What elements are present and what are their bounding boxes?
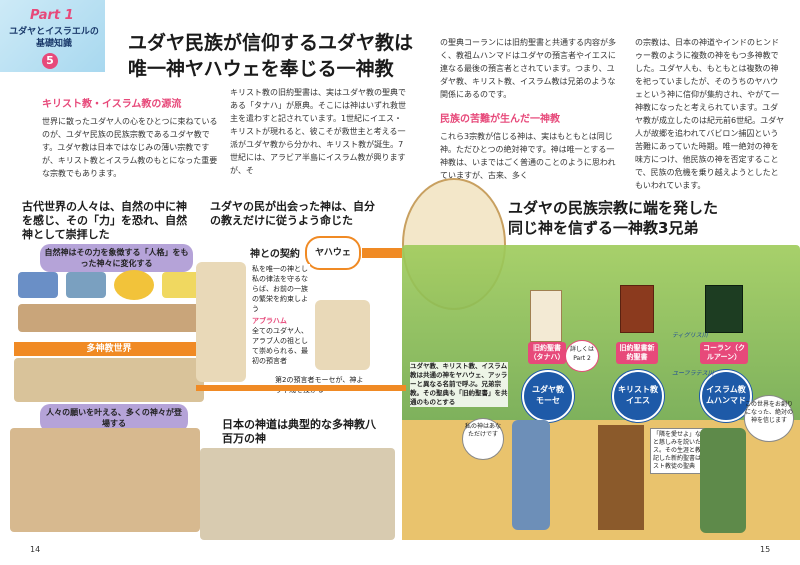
plant-icon: [162, 272, 200, 298]
section-1-text: 世界に散ったユダヤ人の心をひとつに束ねているのが、ユダヤ民族の民族宗教であるユダ…: [42, 117, 218, 178]
tigris-label: ティグリス川: [672, 332, 708, 339]
mountain-icon: [18, 272, 58, 298]
moses-figure: [512, 420, 550, 530]
page-number-left: 14: [30, 545, 41, 554]
column-3: の聖典コーランには旧約聖書と共通する内容が多く、教祖ムハンマドはユダヤの預言者や…: [440, 36, 620, 182]
wish-gods-pill: 人々の願いを叶える、多くの神々が登場する: [40, 404, 188, 432]
column-3-text: の聖典コーランには旧約聖書と共通する内容が多く、教祖ムハンマドはユダヤの預言者や…: [440, 38, 616, 99]
three-religions-note: ユダヤ教、キリスト教、イスラム教は共通の神をヤハウェ、アッラーと異なる名前で呼ぶ…: [410, 362, 508, 407]
abraham-caption: アブラハム 全てのユダヤ人、アラブ人の祖として崇められる、最初の預言者: [252, 317, 308, 365]
scroll-label-quran: コーラン（クルアーン）: [700, 342, 748, 364]
section-1-heading: キリスト教・イスラム教の源流: [42, 99, 182, 110]
part-label: Part 1: [30, 8, 74, 23]
contract-title: 神との契約: [250, 249, 300, 260]
scroll-label-torah: 旧約聖書（タナハ）: [528, 342, 566, 364]
scroll-label-bible: 旧約聖書新約聖書: [616, 342, 658, 364]
middle-figure-heading: ユダヤの民が出会った神は、自分の教えだけに従うよう命じた: [210, 200, 375, 227]
moses-illustration: [315, 300, 370, 370]
moon-icon: [66, 272, 106, 298]
animal-gods-icon: [18, 304, 200, 332]
page-number-right: 15: [760, 545, 771, 554]
torah-scroll-icon: [530, 290, 562, 342]
islam-ring: イスラム教 ムハンマド: [700, 370, 752, 422]
arrow-to-god: [362, 248, 402, 258]
euphrates-label: ユーフラテス川: [672, 370, 714, 377]
part-subtitle: ユダヤとイスラエルの基礎知識: [9, 27, 99, 49]
quran-icon: [705, 285, 743, 333]
moses-bubble: 私の神はあなただけです: [462, 418, 504, 460]
section-1: キリスト教・イスラム教の源流 世界に散ったユダヤ人の心をひとつに束ねているのが、…: [42, 95, 222, 180]
column-2-text: キリスト教の旧約聖書は、実はユダヤ教の聖典である「タナハ」が原典。そこには神はい…: [230, 88, 406, 175]
bible-icon: [620, 285, 654, 333]
page-title: ユダヤ民族が信仰するユダヤ教は 唯一神ヤハウェを奉じる一神教: [128, 32, 414, 80]
section-2-text: これら3宗教が信じる神は、実はもともとは同じ神。ただひとつの絶対神です。神は唯一…: [440, 132, 616, 180]
polytheism-bar: 多神教世界: [14, 342, 204, 356]
yahweh-label: ヤハウェ: [305, 236, 361, 270]
shinto-heading: 日本の神道は典型的な多神教八百万の神: [222, 418, 376, 445]
section-2-heading: 民族の苦難が生んだ一神教: [440, 114, 560, 125]
judaism-ring: ユダヤ教 モーセ: [522, 370, 574, 422]
right-figure-heading: ユダヤの民族宗教に端を発した 同じ神を信ずる一神教3兄弟: [508, 199, 719, 237]
arrow-horizontal: [196, 385, 406, 391]
muslim-figure: [700, 428, 746, 533]
left-figure-heading: 古代世界の人々は、自然の中に神を感じ、その「力」を恐れ、自然神として崇拝した: [22, 200, 188, 241]
nature-gods-illustration: [14, 266, 204, 336]
see-part2-note: 詳しくはPart 2: [565, 340, 599, 372]
sun-icon: [114, 270, 154, 300]
part-badge: Part 1 ユダヤとイスラエルの基礎知識 5: [0, 0, 105, 72]
crucifix-figure: [598, 425, 644, 530]
worshippers-illustration: [10, 428, 200, 532]
christianity-ring: キリスト教 イエス: [612, 370, 664, 422]
chapter-number: 5: [42, 53, 58, 69]
shinto-gods-illustration: [200, 448, 395, 540]
abraham-illustration: [196, 262, 246, 382]
contract-text: 私を唯一の神とし私の律法を守るならば、お前の一族の繁栄を約束しよう: [252, 264, 310, 314]
nature-god-pill: 自然神はその力を象徴する「人格」をもった神々に変化する: [40, 244, 193, 272]
muslim-bubble: この世界をお創りになった、絶対の神を信じます: [744, 395, 794, 442]
column-4-text: の宗教は、日本の神道やインドのヒンドゥー教のように複数の神をもつ多神教でした。ユ…: [635, 38, 785, 190]
many-gods-illustration: [14, 358, 204, 402]
